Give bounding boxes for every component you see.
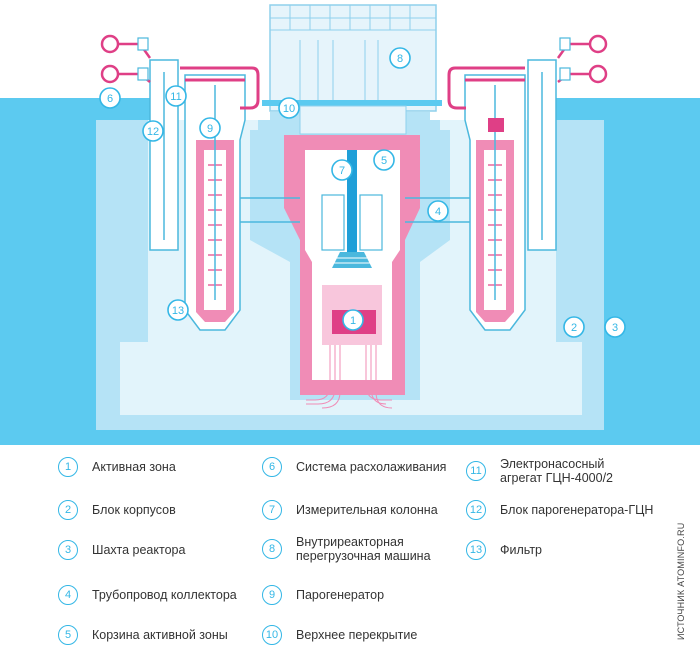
legend-label: Блок парогенератора-ГЦН bbox=[500, 503, 654, 517]
callout-11: 11 bbox=[165, 85, 187, 107]
svg-text:10: 10 bbox=[283, 103, 295, 115]
legend-item-5: 5 Корзина активной зоны bbox=[58, 625, 228, 645]
legend-item-13: 13 Фильтр bbox=[466, 540, 542, 560]
legend-label: Внутриреакторная перегрузочная машина bbox=[296, 535, 431, 563]
right-steam-generator bbox=[447, 59, 557, 331]
column-head-lines bbox=[334, 257, 370, 264]
deck-plate bbox=[299, 105, 407, 135]
legend-label: Трубопровод коллектора bbox=[92, 588, 237, 602]
legend-item-1: 1 Активная зона bbox=[58, 457, 176, 477]
callout-5: 5 bbox=[373, 149, 395, 171]
legend-number: 8 bbox=[262, 539, 282, 559]
legend-number: 6 bbox=[262, 457, 282, 477]
callout-1: 1 bbox=[342, 309, 364, 331]
callout-6: 6 bbox=[99, 87, 121, 109]
legend-label: Парогенератор bbox=[296, 588, 385, 602]
callout-7: 7 bbox=[331, 159, 353, 181]
legend-label: Шахта реактора bbox=[92, 543, 186, 557]
legend-label: Корзина активной зоны bbox=[92, 628, 228, 642]
cooling-loops-left bbox=[100, 34, 152, 84]
legend-number: 9 bbox=[262, 585, 282, 605]
collector-pipes bbox=[240, 197, 470, 223]
callout-4: 4 bbox=[427, 200, 449, 222]
callout-13: 13 bbox=[167, 299, 189, 321]
core-bottom-loops bbox=[306, 345, 393, 409]
svg-text:8: 8 bbox=[397, 53, 403, 65]
deck-base bbox=[262, 100, 442, 106]
legend-number: 7 bbox=[262, 500, 282, 520]
legend-number: 12 bbox=[466, 500, 486, 520]
svg-text:4: 4 bbox=[435, 206, 441, 218]
svg-text:3: 3 bbox=[612, 322, 618, 334]
svg-text:5: 5 bbox=[381, 155, 387, 167]
measurement-column bbox=[347, 150, 357, 260]
svg-text:11: 11 bbox=[170, 91, 181, 103]
legend-number: 10 bbox=[262, 625, 282, 645]
svg-text:9: 9 bbox=[207, 123, 213, 135]
upper-deck bbox=[269, 4, 437, 112]
callout-3: 3 bbox=[604, 316, 626, 338]
callout-9: 9 bbox=[199, 117, 221, 139]
callout-8: 8 bbox=[389, 47, 411, 69]
legend-number: 2 bbox=[58, 500, 78, 520]
svg-text:6: 6 bbox=[107, 93, 113, 105]
legend-item-11: 11 Электронасосный агрегат ГЦН-4000/2 bbox=[466, 457, 613, 485]
legend-label: Фильтр bbox=[500, 543, 542, 557]
right-column bbox=[556, 120, 582, 342]
svg-text:2: 2 bbox=[571, 322, 577, 334]
source-credit: ИСТОЧНИК ATOMINFO.RU bbox=[676, 522, 686, 640]
svg-text:12: 12 bbox=[147, 126, 159, 138]
legend-item-4: 4 Трубопровод коллектора bbox=[58, 585, 237, 605]
legend-label: Измерительная колонна bbox=[296, 503, 438, 517]
column-housing-left bbox=[321, 194, 345, 251]
left-column bbox=[120, 120, 148, 342]
column-head bbox=[332, 252, 372, 268]
legend-label: Активная зона bbox=[92, 460, 176, 474]
left-steam-generator bbox=[149, 59, 260, 331]
legend-item-10: 10 Верхнее перекрытие bbox=[262, 625, 417, 645]
cooling-loops-right bbox=[556, 34, 608, 84]
legend-label: Верхнее перекрытие bbox=[296, 628, 418, 642]
callout-2: 2 bbox=[563, 316, 585, 338]
upper-deck-grid bbox=[270, 5, 436, 100]
svg-text:1: 1 bbox=[350, 315, 356, 327]
legend-label: Блок корпусов bbox=[92, 503, 176, 517]
legend-number: 5 bbox=[58, 625, 78, 645]
legend-number: 4 bbox=[58, 585, 78, 605]
legend-label: Электронасосный агрегат ГЦН-4000/2 bbox=[500, 457, 614, 485]
legend-number: 3 bbox=[58, 540, 78, 560]
legend-item-6: 6 Система расхолаживания bbox=[262, 457, 446, 477]
legend-item-3: 3 Шахта реактора bbox=[58, 540, 185, 560]
legend-number: 13 bbox=[466, 540, 486, 560]
legend-number: 11 bbox=[466, 461, 486, 481]
legend-item-8: 8 Внутриреакторная перегрузочная машина bbox=[262, 535, 431, 563]
column-housing-right bbox=[359, 194, 383, 251]
legend-item-9: 9 Парогенератор bbox=[262, 585, 384, 605]
legend-item-7: 7 Измерительная колонна bbox=[262, 500, 438, 520]
callout-10: 10 bbox=[278, 97, 300, 119]
callout-12: 12 bbox=[142, 120, 164, 142]
legend-label: Система расхолаживания bbox=[296, 460, 447, 474]
svg-text:7: 7 bbox=[339, 165, 345, 177]
legend: 1 Активная зона 2 Блок корпусов 3 Шахта … bbox=[0, 445, 700, 653]
legend-item-2: 2 Блок корпусов bbox=[58, 500, 176, 520]
reactor-diagram: 1 2 3 4 5 6 7 8 9 10 11 12 13 bbox=[0, 4, 700, 445]
legend-item-12: 12 Блок парогенератора-ГЦН bbox=[466, 500, 653, 520]
legend-number: 1 bbox=[58, 457, 78, 477]
svg-text:13: 13 bbox=[172, 305, 184, 317]
